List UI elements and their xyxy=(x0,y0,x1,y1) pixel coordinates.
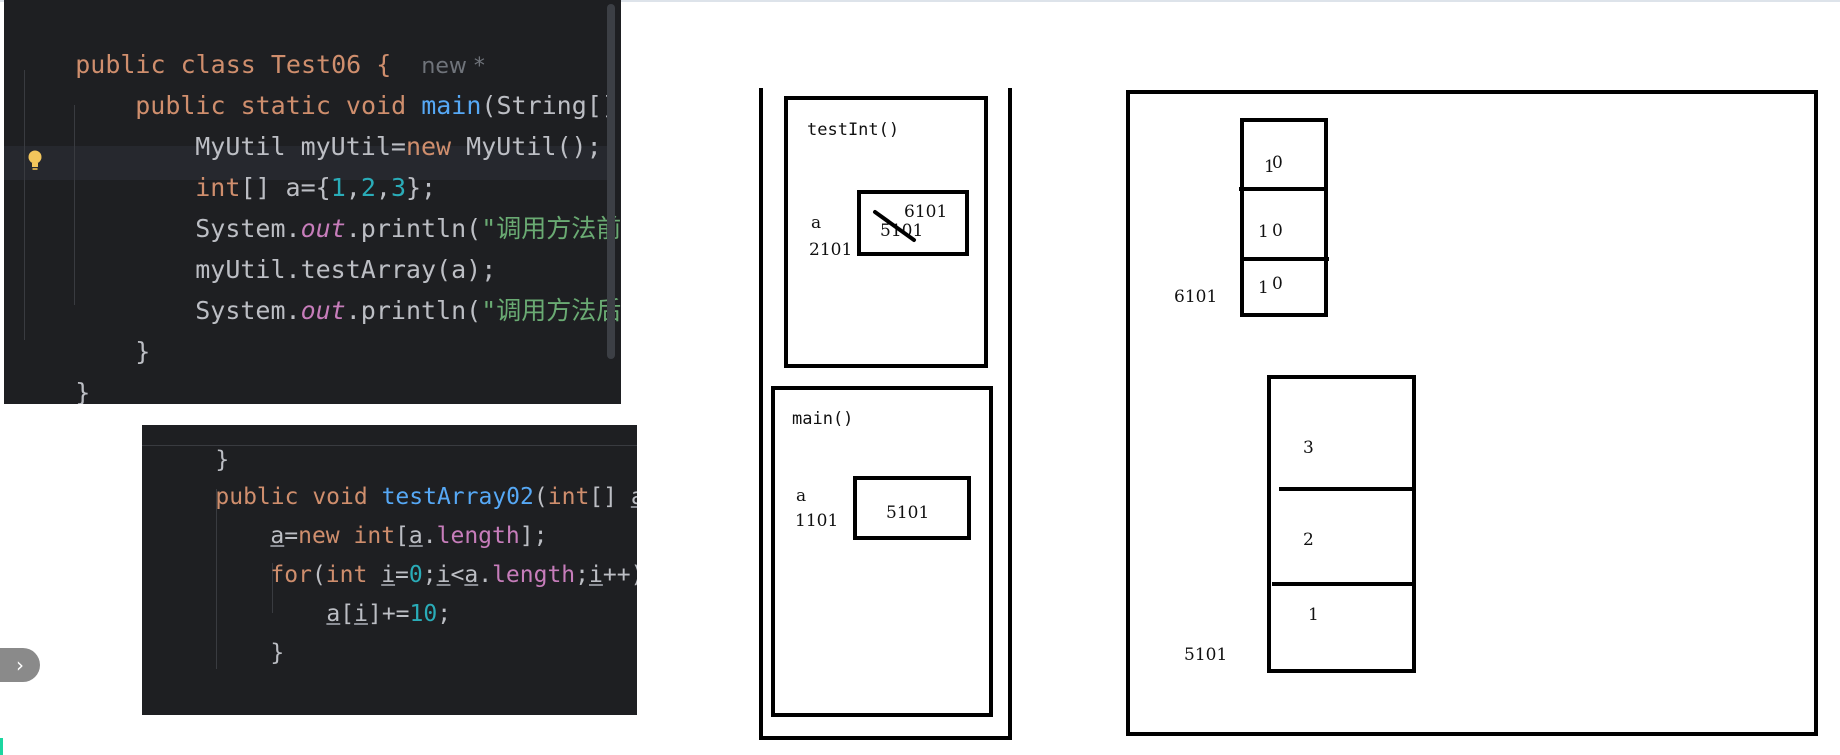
array-6101-cell-0-old: 1 xyxy=(1264,157,1275,177)
indent-guide xyxy=(272,563,273,613)
frame-testint-title: testInt() xyxy=(807,120,899,140)
code-line-4: int[] a={1,2,3}; xyxy=(195,173,437,202)
var-a-address: 2101 xyxy=(809,240,852,260)
code-line-7: } xyxy=(160,681,229,715)
code-line-5: System.out.println("调用方法前：a= xyxy=(195,214,621,243)
main-var-a-address: 1101 xyxy=(795,511,838,531)
array-5101-cell-0: 1 xyxy=(1308,605,1319,625)
code-line-5: a[i]+=10; xyxy=(326,601,452,627)
indent-guide xyxy=(216,489,217,669)
top-border xyxy=(0,0,1840,2)
array-6101-cell-0-new: 0 xyxy=(1272,153,1283,173)
inlay-hint-new[interactable]: new * xyxy=(421,54,485,79)
stack-container xyxy=(759,88,1012,740)
code-editor-test06[interactable]: public class Test06 { new * public stati… xyxy=(4,0,621,404)
code-line-3: MyUtil myUtil=new MyUtil(); xyxy=(195,132,602,161)
frame-main xyxy=(771,386,993,717)
heap-container xyxy=(1126,90,1818,736)
new-reference-value: 6101 xyxy=(904,202,947,222)
array-6101-address: 6101 xyxy=(1174,287,1217,307)
main-reference-value: 5101 xyxy=(886,503,929,523)
code-line-2: public void testArray02(int[] a){ xyxy=(215,484,637,510)
array-6101-cell-1-new: 0 xyxy=(1272,221,1283,241)
code-line-3: a=new int[a.length]; xyxy=(270,523,548,549)
keyword: public class Test06 { xyxy=(75,50,422,79)
lightbulb-icon[interactable] xyxy=(26,149,44,171)
change-marker xyxy=(0,738,3,755)
array-6101-cell-1-old: 1 xyxy=(1258,222,1269,242)
array-6101-cell-2-old: 1 xyxy=(1258,278,1269,298)
code-line-2: public static void main(String[] args xyxy=(135,91,617,120)
code-line-8: } xyxy=(135,337,151,366)
code-line-9: } xyxy=(75,378,91,404)
chevron-right-icon: › xyxy=(16,653,24,677)
current-line-highlight xyxy=(4,146,609,180)
code-line-6: } xyxy=(270,640,285,666)
array-5101-cell-1: 2 xyxy=(1303,530,1314,550)
array-5101 xyxy=(1267,375,1416,673)
var-a-cell xyxy=(857,190,969,256)
array-6101 xyxy=(1239,118,1329,317)
array-6101-cell-2-new: 0 xyxy=(1272,274,1283,294)
code-line-1: public class Test06 { new * xyxy=(15,20,485,112)
main-var-a-name: a xyxy=(796,486,806,506)
code-line-4: for(int i=0;i<a.length;i++){ xyxy=(270,562,637,588)
vertical-scrollbar[interactable] xyxy=(607,4,615,359)
main-var-a-cell xyxy=(853,476,971,540)
strike-through-mark xyxy=(873,210,916,242)
frame-main-title: main() xyxy=(792,409,853,429)
code-line-6: myUtil.testArray(a); xyxy=(195,255,497,284)
indent-guide xyxy=(74,105,75,305)
divider xyxy=(142,445,637,446)
indent-guide xyxy=(24,70,25,340)
array-5101-cell-2: 3 xyxy=(1303,438,1314,458)
code-line-7: System.out.println("调用方法后：a= xyxy=(195,296,621,325)
var-a-name: a xyxy=(811,213,821,233)
array-5101-address: 5101 xyxy=(1184,645,1227,665)
expand-panel-button[interactable]: › xyxy=(0,648,40,682)
code-editor-testarray02[interactable]: } public void testArray02(int[] a){ a=ne… xyxy=(142,425,637,715)
code-line-1: } xyxy=(215,447,230,473)
frame-testint xyxy=(784,96,988,368)
